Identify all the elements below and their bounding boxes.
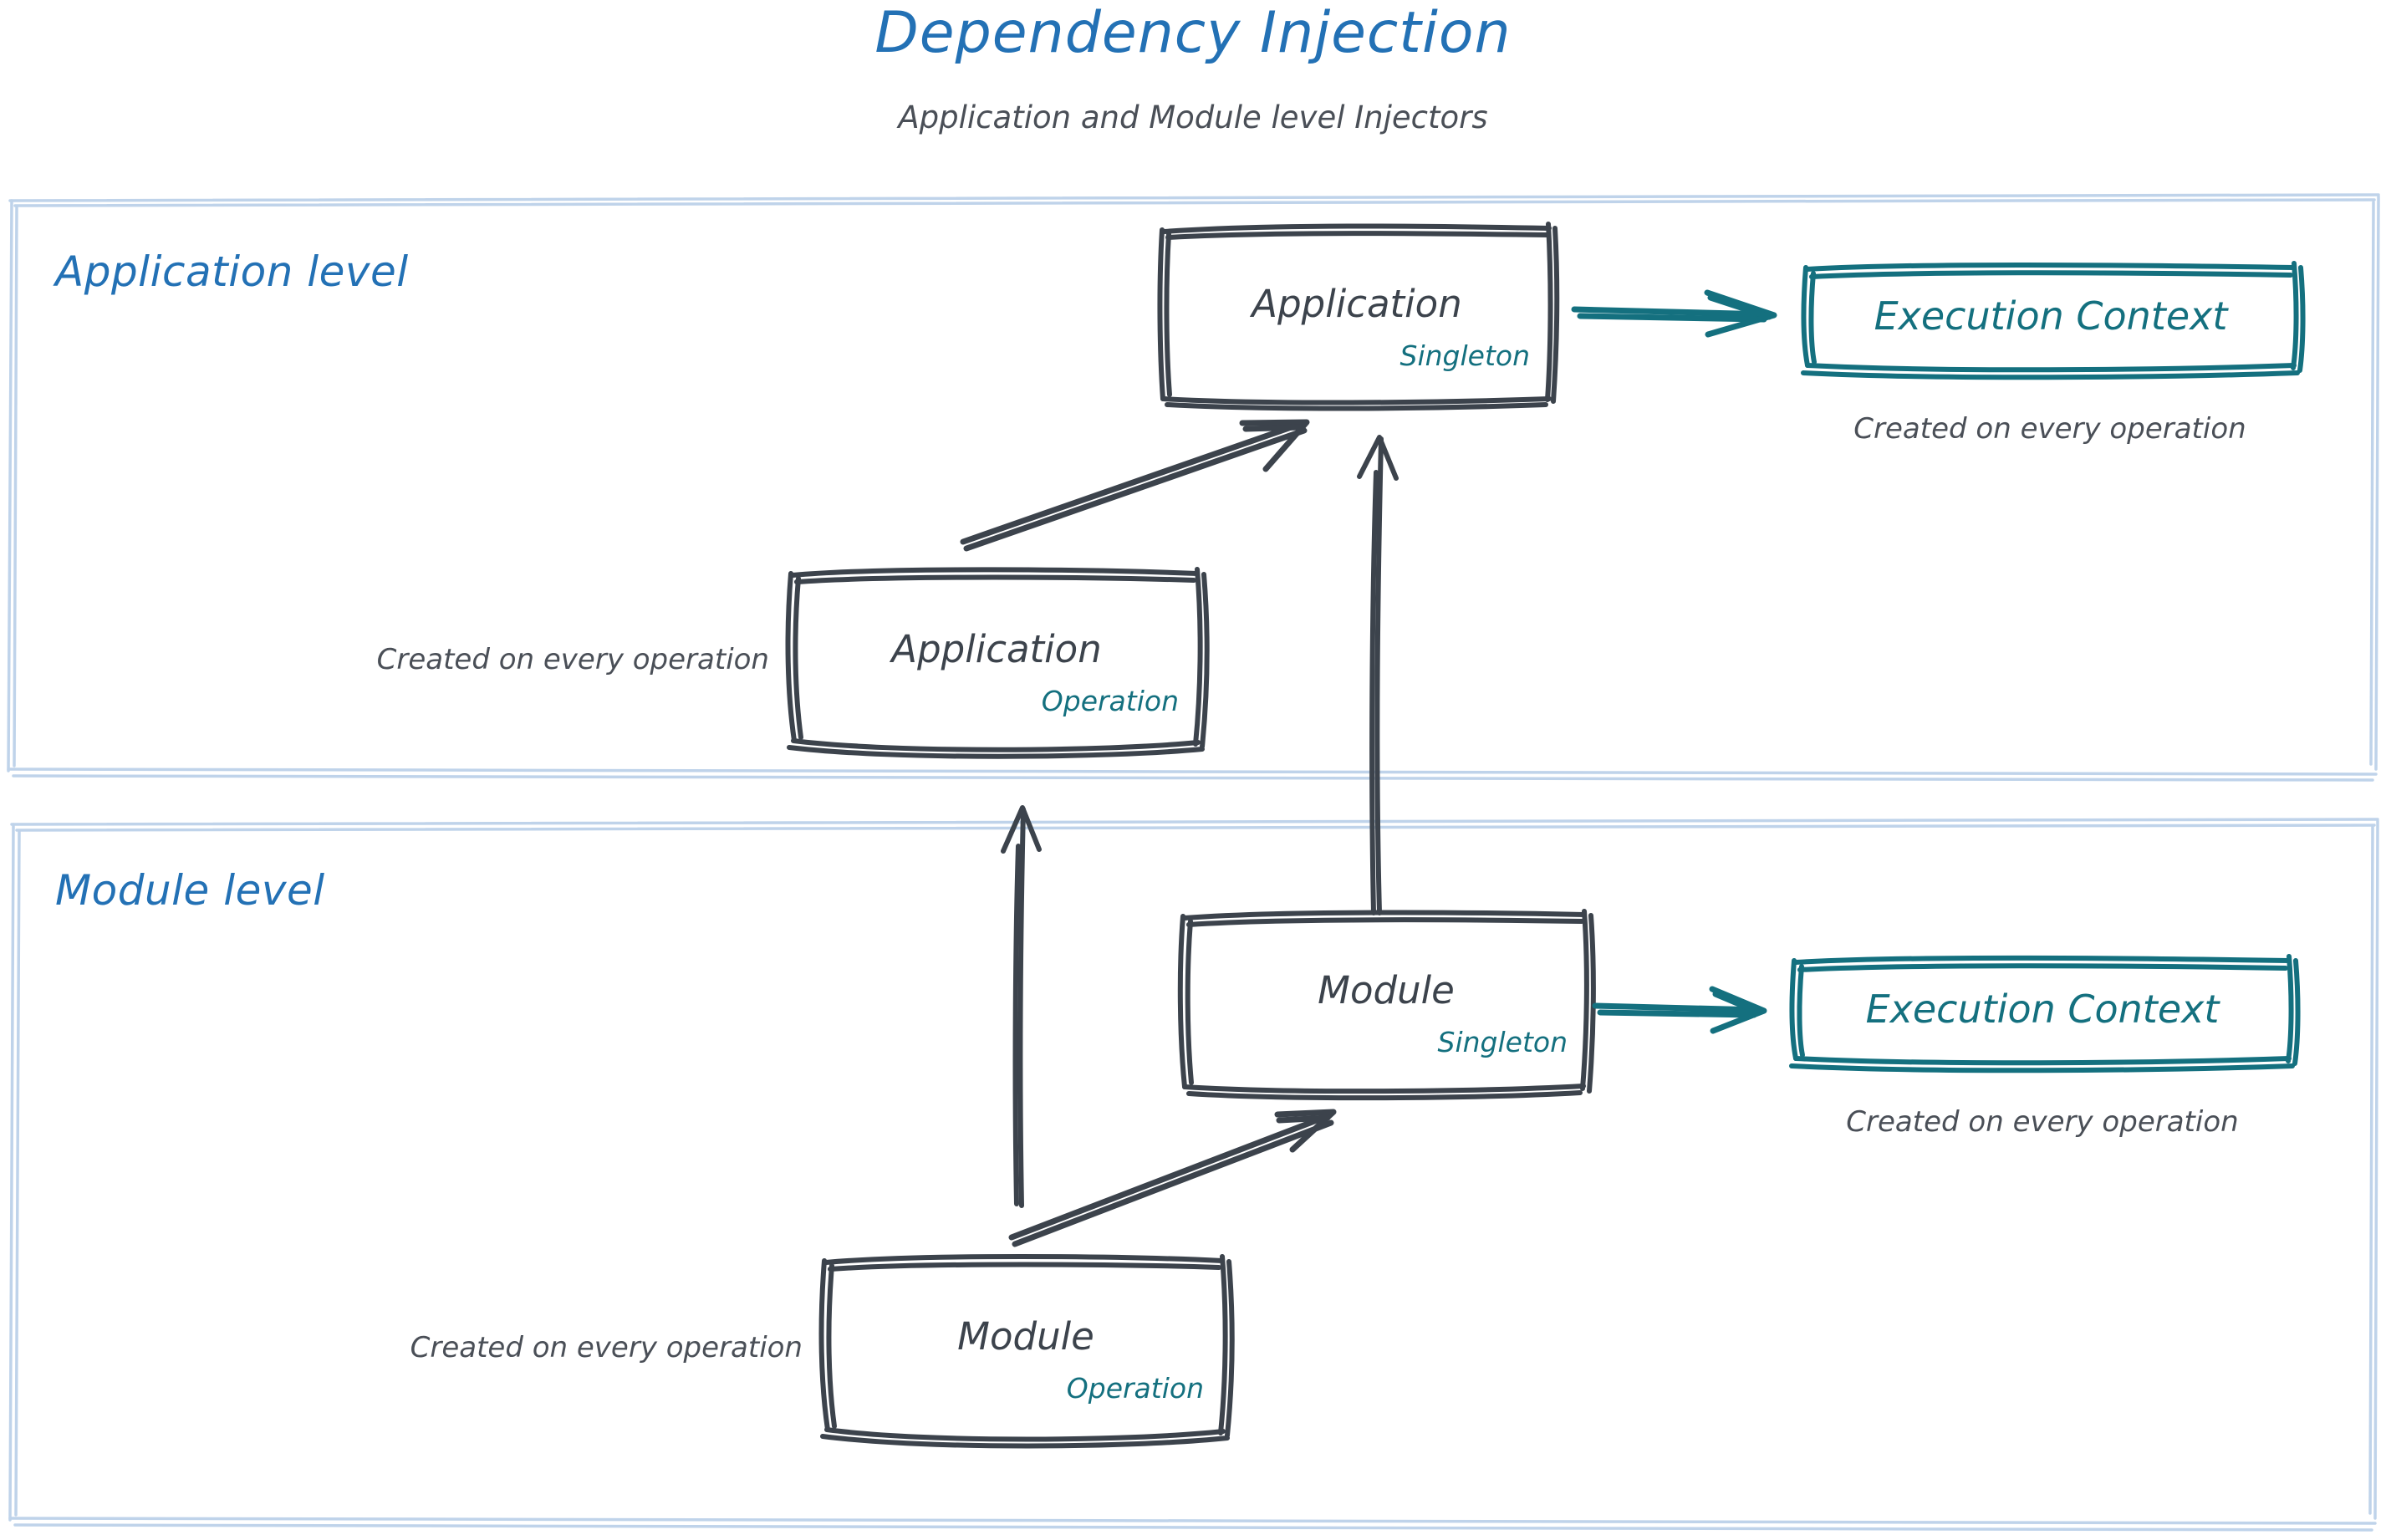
node-application-singleton-tag: Singleton [1399, 339, 1531, 372]
node-module-singleton-title: Module [1318, 968, 1455, 1012]
node-application-singleton-title: Application [1252, 282, 1462, 326]
node-execution-context-mod[interactable]: Execution Context [1796, 961, 2289, 1061]
node-application-singleton[interactable]: Application Singleton [1164, 230, 1550, 401]
caption-module-operation: Created on every operation [410, 1331, 803, 1364]
edge-app-singleton-to-exec-context [1571, 289, 1777, 338]
node-application-operation-title: Application [891, 627, 1102, 671]
node-module-operation[interactable]: Module Operation [826, 1261, 1226, 1435]
node-execution-context-mod-title: Execution Context [1865, 987, 2220, 1032]
node-execution-context-app-title: Execution Context [1874, 293, 2228, 339]
lane-label-application-level: Application level [55, 247, 409, 296]
node-module-singleton-tag: Singleton [1437, 1026, 1568, 1058]
node-execution-context-app[interactable]: Execution Context [1807, 268, 2294, 368]
node-module-operation-tag: Operation [1066, 1372, 1204, 1405]
node-application-operation[interactable]: Application Operation [793, 574, 1201, 747]
edge-app-operation-to-app-singleton [960, 419, 1310, 552]
node-application-operation-tag: Operation [1041, 685, 1179, 717]
page-subtitle: Application and Module level Injectors [898, 99, 1488, 135]
edge-module-operation-to-app-operation [1001, 805, 1042, 1208]
edge-module-singleton-to-app-singleton [1357, 435, 1399, 915]
node-module-operation-title: Module [957, 1314, 1094, 1359]
edge-module-operation-to-module-singleton [1008, 1109, 1337, 1247]
caption-execution-context-app: Created on every operation [1853, 412, 2246, 446]
lane-label-module-level: Module level [55, 866, 325, 915]
page-title: Dependency Injection [874, 0, 1512, 66]
caption-execution-context-mod: Created on every operation [1846, 1105, 2239, 1139]
edge-module-singleton-to-exec-context [1592, 986, 1767, 1034]
caption-application-operation: Created on every operation [376, 643, 769, 676]
node-module-singleton[interactable]: Module Singleton [1185, 916, 1588, 1089]
